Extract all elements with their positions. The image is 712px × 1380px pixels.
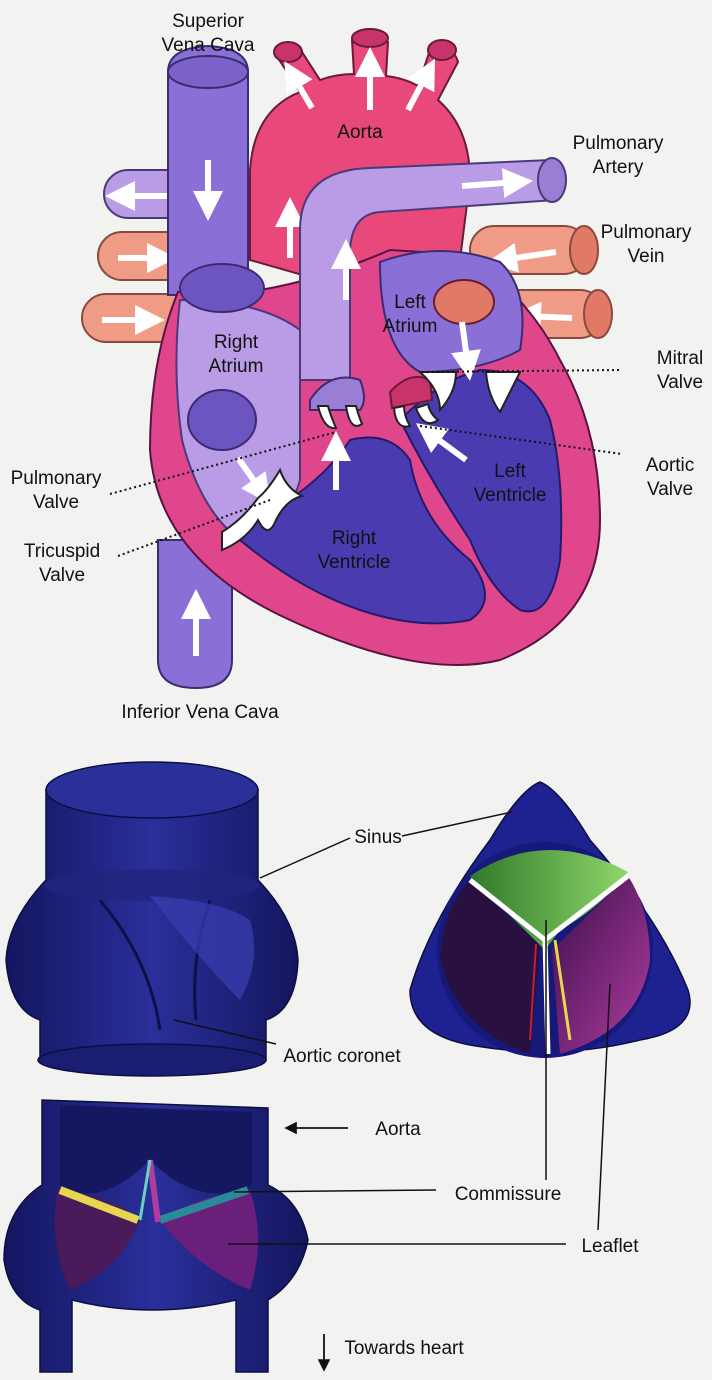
label-lv-1: Left — [494, 461, 526, 482]
valve-model-top-view — [410, 782, 690, 1058]
label-ra-2: Atrium — [209, 356, 264, 377]
label-mitral-1: Mitral — [657, 348, 703, 369]
label-lv-2: Ventricle — [474, 485, 547, 506]
label-towards-heart: Towards heart — [344, 1338, 464, 1359]
label-aortic-2: Valve — [647, 479, 693, 500]
label-la-1: Left — [394, 292, 426, 313]
heart-diagram: Superior Vena Cava Aorta Pulmonary Arter… — [11, 11, 704, 723]
label-pa-2: Artery — [593, 157, 644, 178]
label-coronet: Aortic coronet — [283, 1046, 401, 1067]
valve-models: Sinus Aortic coronet Aorta Commissure Le… — [4, 762, 690, 1372]
coronet-model-side — [6, 762, 298, 1076]
label-tric-1: Tricuspid — [24, 541, 100, 562]
label-svc-2: Vena Cava — [162, 35, 255, 56]
label-pv-2: Vein — [628, 246, 665, 267]
label-rv-2: Ventricle — [318, 552, 391, 573]
label-pv-1: Pulmonary — [601, 222, 692, 243]
label-ivc: Inferior Vena Cava — [121, 702, 279, 723]
label-tric-2: Valve — [39, 565, 85, 586]
label-commissure: Commissure — [455, 1184, 562, 1205]
label-aorta-model: Aorta — [375, 1119, 421, 1140]
label-pulmvalve-1: Pulmonary — [11, 468, 102, 489]
valve-model-cutaway — [4, 1100, 308, 1372]
label-ra-1: Right — [214, 332, 259, 353]
label-pa-1: Pulmonary — [573, 133, 664, 154]
label-la-2: Atrium — [383, 316, 438, 337]
label-sinus: Sinus — [354, 827, 402, 848]
label-pulmvalve-2: Valve — [33, 492, 79, 513]
label-leaflet: Leaflet — [581, 1236, 639, 1257]
label-aorta: Aorta — [337, 122, 383, 143]
label-svc-1: Superior — [172, 11, 244, 32]
label-mitral-2: Valve — [657, 372, 703, 393]
label-rv-1: Right — [332, 528, 377, 549]
label-aortic-1: Aortic — [646, 455, 695, 476]
